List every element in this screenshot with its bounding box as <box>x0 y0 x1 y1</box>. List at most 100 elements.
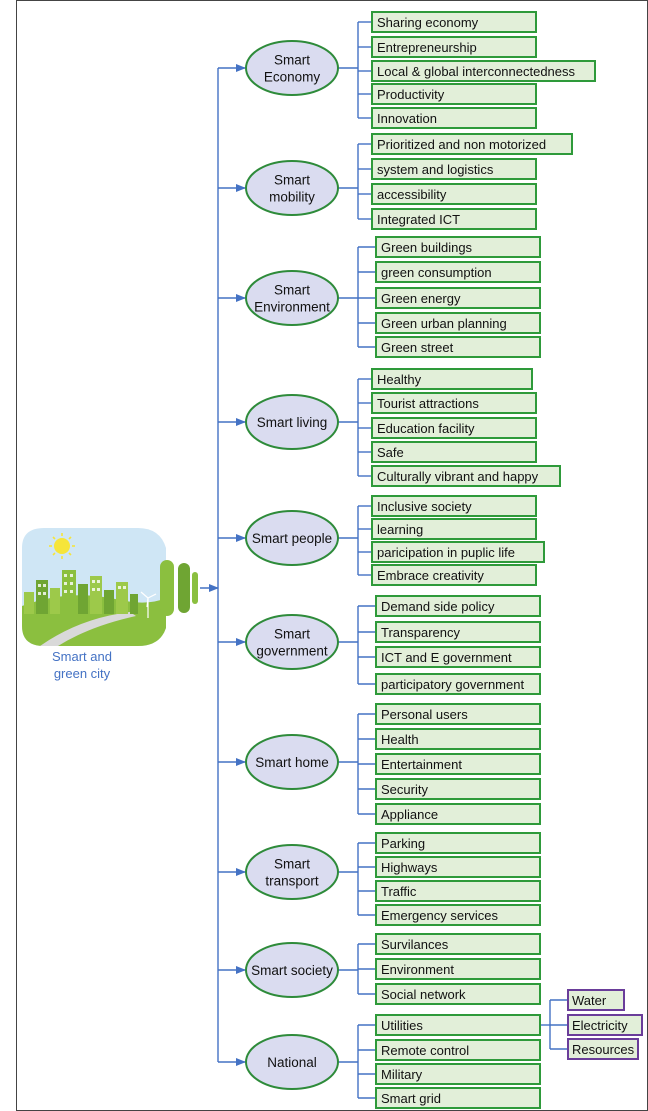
city-buildings <box>24 570 138 614</box>
subitem-box-rect <box>567 1038 639 1060</box>
item-label: Highways <box>381 860 438 875</box>
item-label: Prioritized and non motorized <box>377 137 546 152</box>
category-ellipse <box>245 942 339 998</box>
item-label: Innovation <box>377 111 437 126</box>
item-box: Healthy <box>371 368 533 390</box>
item-box-rect <box>371 465 561 487</box>
category-ellipse <box>245 160 339 216</box>
item-label: Entertainment <box>381 757 462 772</box>
item-box-rect <box>375 336 541 358</box>
subitem-box: Water <box>567 989 625 1011</box>
subitem-label: Water <box>572 993 607 1008</box>
category-ellipse <box>245 1034 339 1090</box>
category-label: transport <box>265 874 319 889</box>
item-box: Remote control <box>375 1039 541 1061</box>
category-node-3: Smart living <box>245 394 339 450</box>
item-box: Local & global interconnectedness <box>371 60 596 82</box>
item-label: Social network <box>381 987 466 1002</box>
item-label: Appliance <box>381 807 438 822</box>
item-box-rect <box>375 856 541 878</box>
item-label: Health <box>381 732 419 747</box>
category-node-7: Smart transport <box>245 844 339 900</box>
item-label: Remote control <box>381 1043 469 1058</box>
category-ellipse <box>245 614 339 670</box>
item-box: Social network <box>375 983 541 1005</box>
item-box: Survilances <box>375 933 541 955</box>
item-box-rect <box>375 803 541 825</box>
item-box-rect <box>371 417 537 439</box>
item-label: Tourist attractions <box>377 396 479 411</box>
category-node-4: Smart people <box>245 510 339 566</box>
road <box>40 612 136 646</box>
category-ellipse <box>245 844 339 900</box>
item-box: Demand side policy <box>375 595 541 617</box>
item-box-rect <box>375 832 541 854</box>
item-box: Education facility <box>371 417 537 439</box>
item-label: ICT and E government <box>381 650 512 665</box>
item-box: system and logistics <box>371 158 537 180</box>
item-box-rect <box>371 564 537 586</box>
category-label: Smart <box>274 173 310 188</box>
item-box-rect <box>375 646 541 668</box>
item-label: Environment <box>381 962 454 977</box>
item-box-rect <box>371 441 537 463</box>
bulb-base <box>160 556 198 620</box>
item-box: Integrated ICT <box>371 208 537 230</box>
item-label: Traffic <box>381 884 417 899</box>
category-ellipse <box>245 734 339 790</box>
item-box-rect <box>375 728 541 750</box>
subitem-label: Electricity <box>572 1018 628 1033</box>
category-label: Smart <box>274 53 310 68</box>
item-box-rect <box>371 368 533 390</box>
item-label: Utilities <box>381 1018 423 1033</box>
item-box: Health <box>375 728 541 750</box>
item-box: Entertainment <box>375 753 541 775</box>
item-box-rect <box>371 11 537 33</box>
category-label: mobility <box>269 190 315 205</box>
item-box: Highways <box>375 856 541 878</box>
category-label: Smart people <box>252 531 332 546</box>
item-box: accessibility <box>371 183 537 205</box>
item-label: system and logistics <box>377 162 494 177</box>
item-box-rect <box>375 904 541 926</box>
item-box: Environment <box>375 958 541 980</box>
item-box: learning <box>371 518 537 540</box>
item-label: Productivity <box>377 87 445 102</box>
root-label-line-2: green city <box>54 666 111 681</box>
item-label: Education facility <box>377 421 475 436</box>
subitem-box: Resources <box>567 1038 639 1060</box>
wind-turbine-icon <box>140 591 157 618</box>
item-label: Military <box>381 1067 423 1082</box>
item-box: Culturally vibrant and happy <box>371 465 561 487</box>
item-label: participatory government <box>381 677 524 692</box>
item-box: Traffic <box>375 880 541 902</box>
item-box-rect <box>375 261 541 283</box>
item-box-rect <box>371 36 537 58</box>
item-box-rect <box>371 495 537 517</box>
item-label: Local & global interconnectedness <box>377 64 576 79</box>
category-label: Smart <box>274 857 310 872</box>
item-box: ICT and E government <box>375 646 541 668</box>
item-box-rect <box>375 880 541 902</box>
item-label: Demand side policy <box>381 599 495 614</box>
item-box-rect <box>371 83 537 105</box>
item-box: Personal users <box>375 703 541 725</box>
category-label: Smart <box>274 283 310 298</box>
item-box: Military <box>375 1063 541 1085</box>
item-box: Tourist attractions <box>371 392 537 414</box>
item-box-rect <box>371 60 596 82</box>
category-ellipse <box>245 510 339 566</box>
item-box-rect <box>375 1063 541 1085</box>
item-box-rect <box>375 1039 541 1061</box>
category-node-9: National <box>245 1034 339 1090</box>
item-box-rect <box>375 236 541 258</box>
item-box-rect <box>375 621 541 643</box>
item-box-rect <box>371 107 537 129</box>
item-box: Sharing economy <box>371 11 537 33</box>
item-box: Green street <box>375 336 541 358</box>
item-box: Emergency services <box>375 904 541 926</box>
item-box: Transparency <box>375 621 541 643</box>
root-label-line-1: Smart and <box>52 649 112 664</box>
